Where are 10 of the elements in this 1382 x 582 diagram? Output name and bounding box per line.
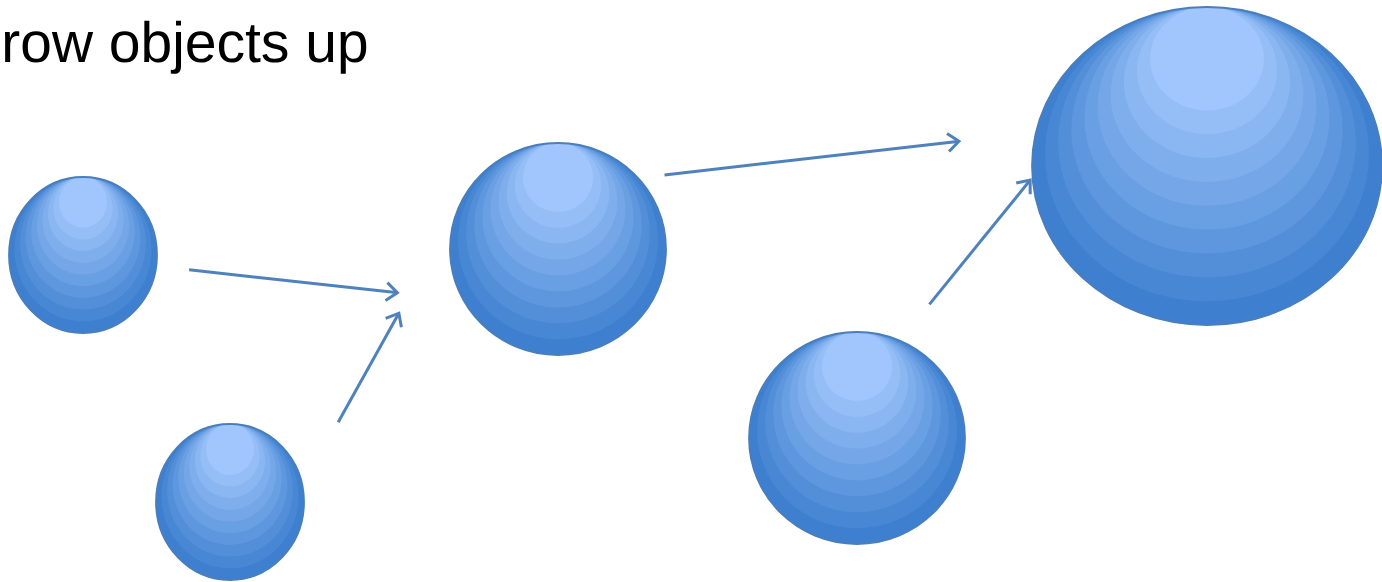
title: row objects up	[5, 20, 367, 74]
arrow	[664, 132, 962, 177]
circle-shape	[748, 331, 966, 545]
circle-shape	[155, 423, 305, 581]
arrow	[188, 268, 400, 302]
arrow	[336, 311, 403, 423]
circle-shape	[8, 176, 158, 334]
arrow	[928, 178, 1032, 306]
circle-shape	[449, 142, 667, 356]
circle-shape	[1031, 6, 1382, 326]
